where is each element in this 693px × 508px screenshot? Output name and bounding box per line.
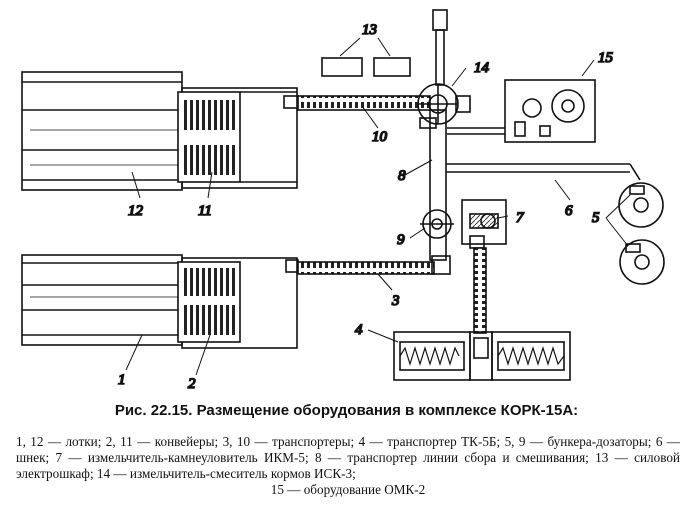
label-3: 3 bbox=[391, 293, 400, 309]
transporter-8 bbox=[419, 9, 448, 261]
crusher-ikm5-7 bbox=[461, 199, 507, 249]
power-cabinet-13 bbox=[321, 37, 411, 77]
dosing-bunker-9 bbox=[420, 209, 454, 239]
trough-12 bbox=[21, 71, 183, 191]
label-13: 13 bbox=[362, 22, 377, 38]
label-8: 8 bbox=[398, 168, 406, 184]
transporter-10 bbox=[297, 95, 431, 111]
dosing-bunkers-5 bbox=[605, 182, 665, 285]
label-5: 5 bbox=[592, 210, 600, 226]
label-6: 6 bbox=[565, 203, 573, 219]
trough-1 bbox=[21, 254, 183, 346]
conveyor-11 bbox=[177, 87, 299, 189]
label-9: 9 bbox=[397, 232, 405, 248]
auger-6 bbox=[446, 163, 641, 181]
figure-caption-title: Рис. 22.15. Размещение оборудования в ко… bbox=[114, 402, 579, 419]
label-1: 1 bbox=[118, 372, 126, 388]
transporter-tk5b-4 bbox=[393, 331, 571, 381]
label-15: 15 bbox=[598, 50, 614, 66]
equipment-omk2-15 bbox=[447, 59, 596, 143]
label-14: 14 bbox=[474, 60, 490, 76]
label-2: 2 bbox=[188, 376, 196, 392]
equipment-layout-diagram: 12 11 10 8 9 7 14 13 15 6 5 3 4 1 2 bbox=[21, 9, 665, 393]
conveyor-2 bbox=[177, 257, 299, 349]
label-7: 7 bbox=[516, 210, 525, 226]
transporter-vertical-lower bbox=[473, 247, 487, 334]
label-12: 12 bbox=[128, 203, 144, 219]
transporter-3 bbox=[297, 255, 451, 275]
caption-legend-last: 15 — оборудование ОМК-2 bbox=[270, 482, 426, 497]
label-4: 4 bbox=[355, 322, 363, 338]
label-10: 10 bbox=[372, 129, 388, 145]
mixer-crusher-14 bbox=[417, 83, 471, 125]
label-11: 11 bbox=[198, 203, 212, 219]
figure-caption-body: 1, 12 — лотки; 2, 11 — конвейеры; 3, 10 … bbox=[16, 434, 680, 498]
caption-legend-text: 1, 12 — лотки; 2, 11 — конвейеры; 3, 10 … bbox=[16, 434, 680, 481]
leader-lines bbox=[125, 67, 571, 376]
